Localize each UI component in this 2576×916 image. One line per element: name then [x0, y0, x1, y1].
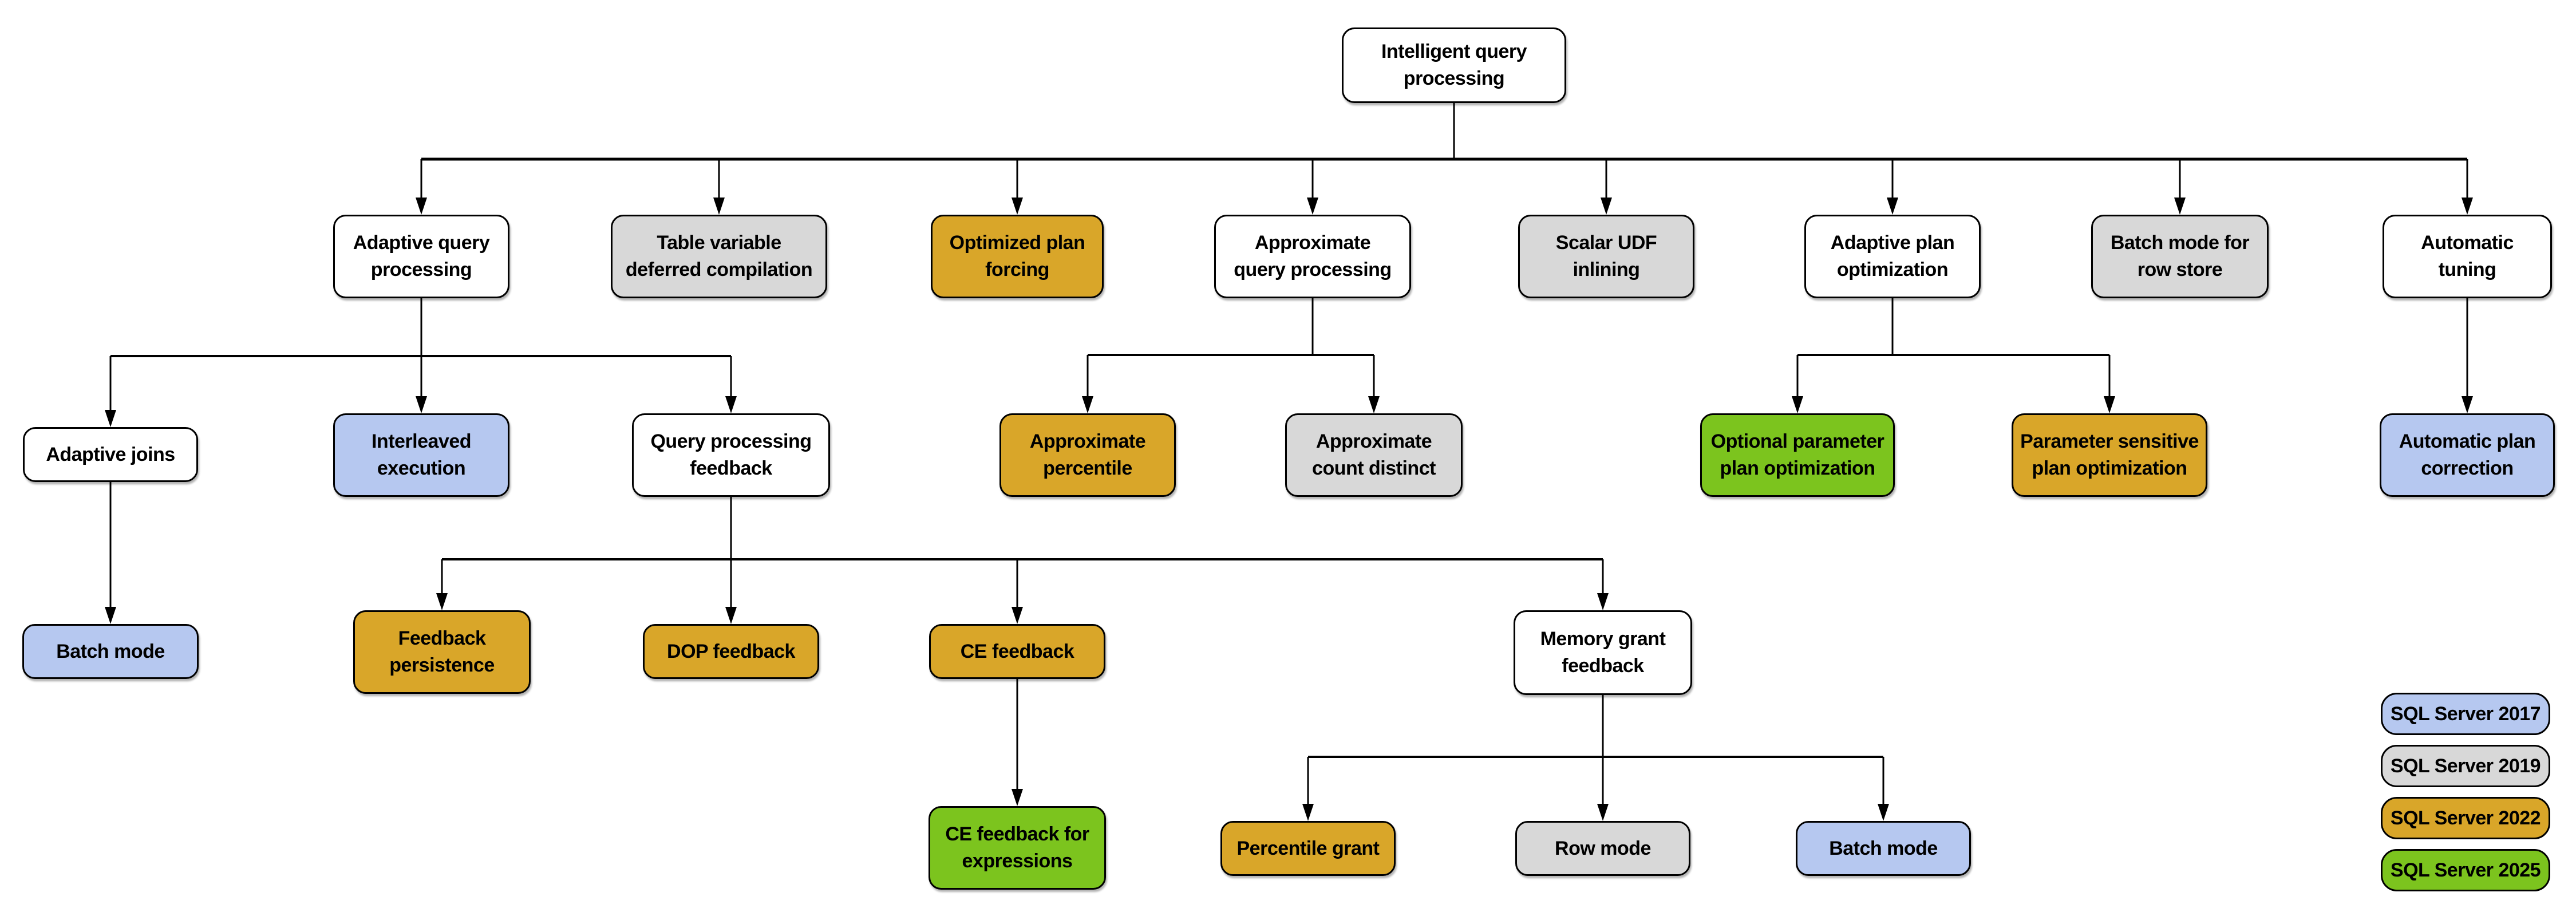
node-adaptive-query-processing: Adaptive query processing [333, 215, 509, 298]
node-automatic-plan-correction: Automatic plan correction [2380, 413, 2555, 497]
node-batch-mode-memory-grant: Batch mode [1796, 821, 1971, 876]
arrowhead-down-icon [416, 396, 427, 413]
node-query-processing-feedback: Query processing feedback [632, 413, 830, 497]
node-table-variable-deferred-compilation: Table variable deferred compilation [611, 215, 827, 298]
node-automatic-tuning: Automatic tuning [2383, 215, 2552, 298]
arrowhead-down-icon [1012, 789, 1023, 806]
arrowhead-down-icon [1368, 396, 1380, 413]
arrowhead-down-icon [1878, 804, 1889, 821]
arrowhead-down-icon [725, 607, 737, 624]
node-feedback-persistence: Feedback persistence [353, 610, 531, 694]
arrowhead-down-icon [2462, 198, 2473, 215]
legend-item-sql-server-2017: SQL Server 2017 [2381, 693, 2550, 735]
legend-item-sql-server-2025: SQL Server 2025 [2381, 849, 2550, 891]
node-optional-parameter-plan-optimization: Optional parameter plan optimization [1700, 413, 1895, 497]
arrowhead-down-icon [1082, 396, 1093, 413]
node-adaptive-plan-optimization: Adaptive plan optimization [1804, 215, 1981, 298]
node-approximate-query-processing: Approximate query processing [1214, 215, 1411, 298]
arrowhead-down-icon [1302, 804, 1314, 821]
arrowhead-down-icon [2104, 396, 2115, 413]
legend-item-sql-server-2022: SQL Server 2022 [2381, 797, 2550, 839]
arrowhead-down-icon [1012, 198, 1023, 215]
node-approximate-count-distinct: Approximate count distinct [1285, 413, 1463, 497]
arrowhead-down-icon [725, 396, 737, 413]
node-approximate-percentile: Approximate percentile [999, 413, 1176, 497]
node-parameter-sensitive-plan-optimization: Parameter sensitive plan optimization [2012, 413, 2207, 497]
arrowhead-down-icon [1012, 607, 1023, 624]
node-ce-feedback: CE feedback [929, 624, 1105, 679]
node-scalar-udf-inlining: Scalar UDF inlining [1518, 215, 1694, 298]
arrowhead-down-icon [1597, 804, 1609, 821]
arrowhead-down-icon [105, 607, 116, 624]
node-batch-mode-adaptive-joins: Batch mode [22, 624, 199, 679]
node-ce-feedback-for-expressions: CE feedback for expressions [929, 806, 1106, 890]
arrowhead-down-icon [416, 198, 427, 215]
node-adaptive-joins: Adaptive joins [23, 427, 198, 482]
node-percentile-grant: Percentile grant [1220, 821, 1396, 876]
node-intelligent-query-processing: Intelligent query processing [1342, 27, 1566, 103]
node-batch-mode-for-row-store: Batch mode for row store [2091, 215, 2269, 298]
arrowhead-down-icon [2462, 396, 2473, 413]
arrowhead-down-icon [1601, 198, 1612, 215]
arrowhead-down-icon [713, 198, 725, 215]
arrowhead-down-icon [105, 410, 116, 427]
arrowhead-down-icon [1307, 198, 1318, 215]
node-interleaved-execution: Interleaved execution [333, 413, 509, 497]
node-memory-grant-feedback: Memory grant feedback [1514, 610, 1692, 695]
arrowhead-down-icon [1597, 593, 1609, 610]
node-dop-feedback: DOP feedback [643, 624, 819, 679]
node-row-mode: Row mode [1515, 821, 1690, 876]
arrowhead-down-icon [436, 593, 448, 610]
arrowhead-down-icon [1887, 198, 1898, 215]
legend-item-sql-server-2019: SQL Server 2019 [2381, 745, 2550, 787]
node-optimized-plan-forcing: Optimized plan forcing [931, 215, 1104, 298]
arrowhead-down-icon [1792, 396, 1803, 413]
arrowhead-down-icon [2174, 198, 2186, 215]
